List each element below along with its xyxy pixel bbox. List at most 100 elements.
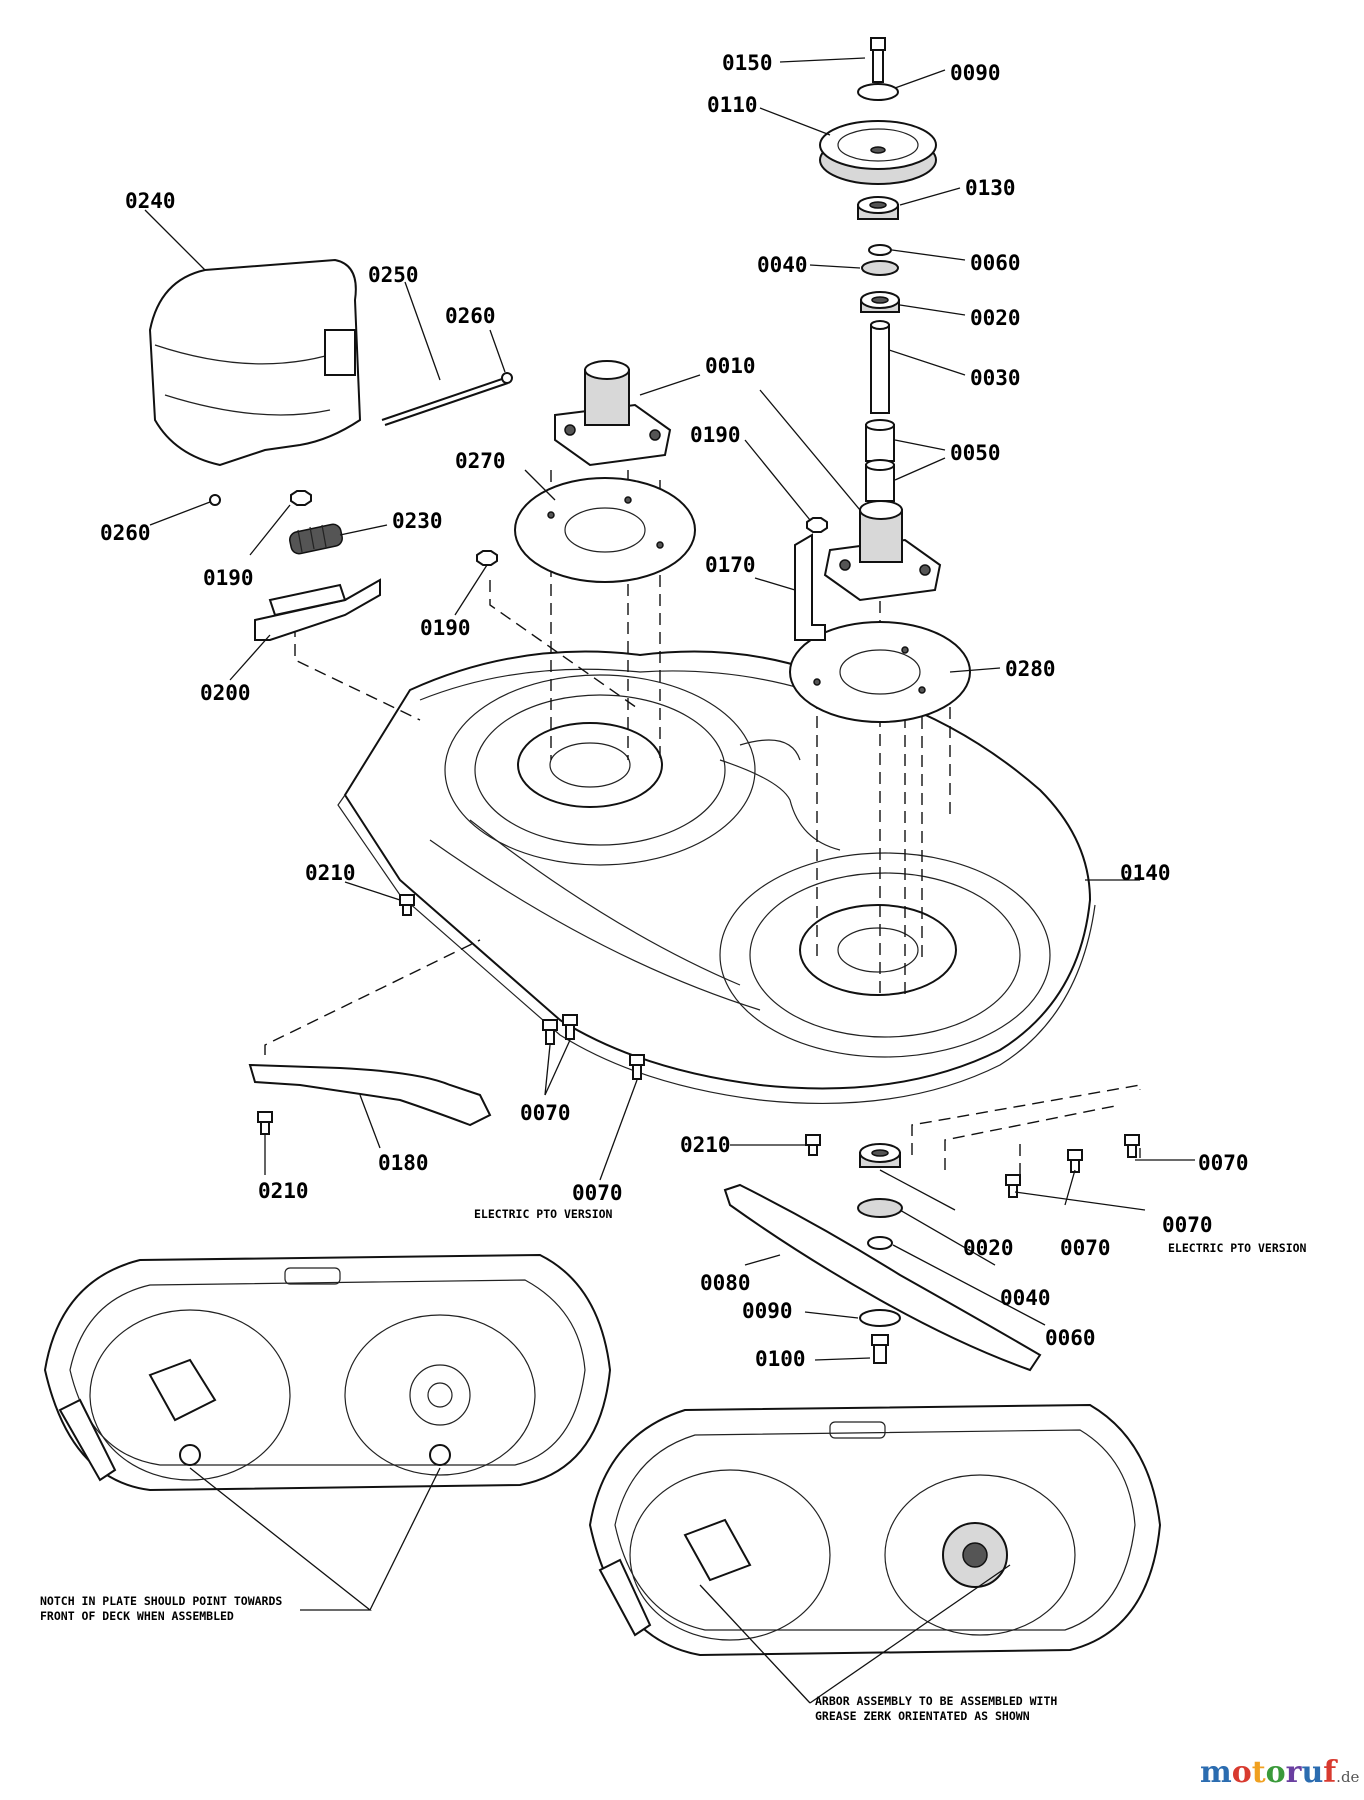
spacer-0060-top (868, 244, 892, 256)
label-0130: 0130 (965, 176, 1016, 200)
nut-0190-deck (476, 550, 498, 566)
blade-0080 (723, 1183, 1042, 1372)
bolt-0070-a2 (562, 1014, 578, 1040)
spindle-bolt-0150 (870, 37, 886, 83)
spring-0230 (289, 523, 343, 555)
label-0010: 0010 (705, 354, 756, 378)
washer-0090-top (857, 83, 899, 101)
deck-bottom-view-left (43, 1253, 612, 1492)
motoruf-watermark-logo: motoruf.de (1200, 1755, 1360, 1790)
label-0070-e: 0070 (1060, 1236, 1111, 1260)
nut-0190-right (806, 517, 828, 533)
bolt-0210-c (805, 1134, 821, 1156)
washer-0040-bottom (857, 1198, 903, 1218)
label-0210-c: 0210 (680, 1133, 731, 1157)
bearing-0020-bottom (859, 1143, 901, 1168)
spindle-housing-0010-right (823, 500, 942, 602)
discharge-chute-0240 (148, 258, 362, 467)
spindle-plate-0270 (514, 477, 696, 583)
label-0100: 0100 (755, 1347, 806, 1371)
label-0190-deck: 0190 (420, 616, 471, 640)
pulley-0110 (819, 120, 937, 185)
mower-deck-housing (337, 650, 1096, 1105)
shaft-0030 (870, 320, 890, 414)
label-0250: 0250 (368, 263, 419, 287)
leader-lines (144, 57, 1195, 1361)
label-0070-c: 0070 (1198, 1151, 1249, 1175)
label-0150: 0150 (722, 51, 773, 75)
assembly-notes: NOTCH IN PLATE SHOULD POINT TOWARDS FRON… (40, 1594, 1057, 1723)
label-0030: 0030 (970, 366, 1021, 390)
watermark-letter: o (1266, 1755, 1286, 1790)
bolt-0070-e (1005, 1174, 1021, 1198)
watermark-suffix: .de (1336, 1768, 1359, 1786)
bracket-0170 (794, 533, 826, 641)
part-labels: 0150 0090 0110 0130 0040 0060 0020 0030 … (100, 51, 1307, 1371)
label-0070-d: 0070 (1162, 1213, 1213, 1237)
spindle-plate-0280 (789, 621, 971, 723)
watermark-letter: r (1286, 1755, 1303, 1790)
bolt-0100 (871, 1334, 889, 1364)
bearing-0020-top (860, 291, 900, 313)
label-0280: 0280 (1005, 657, 1056, 681)
bolt-0210-b (257, 1111, 273, 1135)
label-0090-top: 0090 (950, 61, 1001, 85)
bolt-0070-d (1067, 1149, 1083, 1173)
label-0070-b: 0070 (572, 1181, 623, 1205)
label-0260-right: 0260 (445, 304, 496, 328)
note-notch-line2: FRONT OF DECK WHEN ASSEMBLED (40, 1609, 234, 1623)
svg-text:motoruf.de: motoruf.de (1200, 1755, 1360, 1790)
label-0200: 0200 (200, 681, 251, 705)
label-0260-left: 0260 (100, 521, 151, 545)
note-notch-line1: NOTCH IN PLATE SHOULD POINT TOWARDS (40, 1594, 282, 1608)
label-0190-chute: 0190 (203, 566, 254, 590)
bolt-0070-a1 (542, 1019, 558, 1045)
bolt-0070-b (629, 1054, 645, 1080)
bolt-0210-a (399, 894, 415, 916)
baffle-0180 (248, 1063, 492, 1127)
label-0020-bottom: 0020 (963, 1236, 1014, 1260)
watermark-letter: u (1301, 1755, 1323, 1790)
spindle-housing-0010-left (554, 360, 672, 467)
label-0240: 0240 (125, 189, 176, 213)
chute-bracket-0200 (254, 578, 381, 641)
clip-0260-left (209, 494, 221, 506)
deck-bottom-view-right (588, 1403, 1162, 1657)
note-arrows (189, 1467, 1011, 1704)
bearing-0130 (857, 196, 899, 220)
label-0140: 0140 (1120, 861, 1171, 885)
label-0090-bottom: 0090 (742, 1299, 793, 1323)
label-0210-a: 0210 (305, 861, 356, 885)
clip-0260-right (501, 372, 513, 384)
watermark-letter: o (1232, 1755, 1252, 1790)
watermark-letter: f (1323, 1755, 1338, 1790)
washer-0090-bottom (859, 1309, 901, 1327)
note-arbor-line1: ARBOR ASSEMBLY TO BE ASSEMBLED WITH (815, 1694, 1057, 1708)
watermark-letter: t (1252, 1755, 1266, 1790)
washer-0040-top (861, 260, 899, 276)
spacer-0050 (865, 419, 895, 502)
bolt-0070-c (1124, 1134, 1140, 1158)
label-0170: 0170 (705, 553, 756, 577)
label-0110: 0110 (707, 93, 758, 117)
note-arbor-line2: GREASE ZERK ORIENTATED AS SHOWN (815, 1709, 1030, 1723)
label-0050: 0050 (950, 441, 1001, 465)
label-0080: 0080 (700, 1271, 751, 1295)
label-0190-right: 0190 (690, 423, 741, 447)
label-0020-top: 0020 (970, 306, 1021, 330)
note-electric-pto-2: ELECTRIC PTO VERSION (1168, 1241, 1307, 1255)
label-0270: 0270 (455, 449, 506, 473)
spacer-0060-bottom (867, 1236, 893, 1250)
label-0040-top: 0040 (757, 253, 808, 277)
label-0070-a: 0070 (520, 1101, 571, 1125)
watermark-letter: m (1200, 1755, 1232, 1790)
label-0230: 0230 (392, 509, 443, 533)
label-0210-b: 0210 (258, 1179, 309, 1203)
rod-0250 (381, 377, 509, 426)
label-0040-bottom: 0040 (1000, 1286, 1051, 1310)
note-electric-pto-1: ELECTRIC PTO VERSION (474, 1207, 613, 1221)
nut-0190-chute (290, 490, 312, 506)
label-0060-top: 0060 (970, 251, 1021, 275)
label-0180: 0180 (378, 1151, 429, 1175)
